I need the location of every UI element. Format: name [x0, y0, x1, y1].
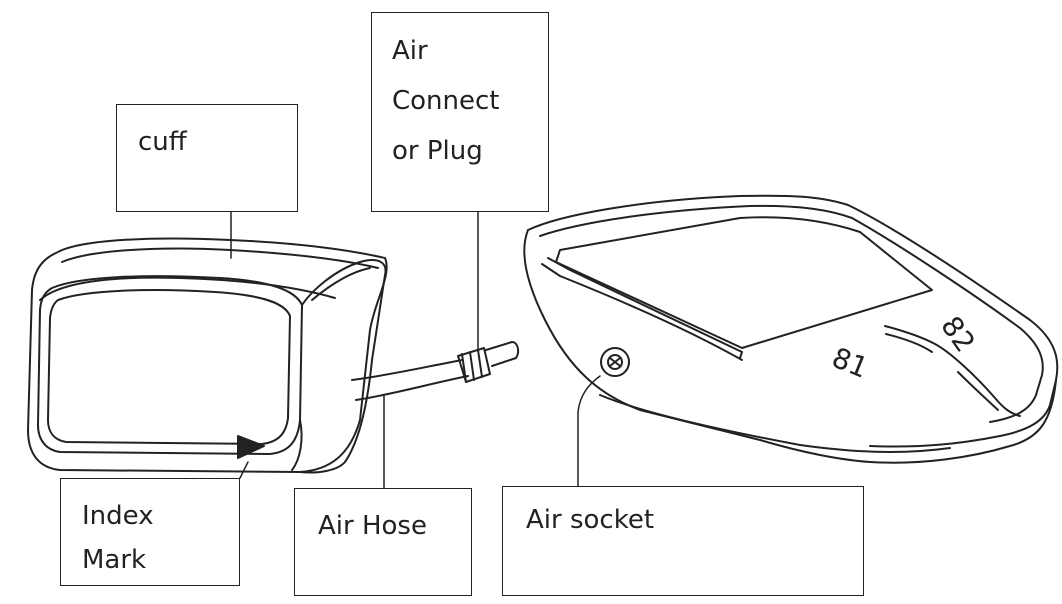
cuff-label-box	[116, 104, 298, 212]
index-mark-label-box	[60, 478, 240, 586]
cuff-label: cuff	[138, 127, 187, 157]
leader-lines	[231, 212, 600, 488]
air-hose-drawing	[352, 342, 518, 400]
index-mark-label: Index Mark	[82, 501, 154, 575]
leader-index-mark	[240, 462, 248, 478]
leader-air-socket	[578, 376, 600, 486]
air-hose-label-box	[294, 488, 472, 596]
air-socket-label-box	[502, 486, 864, 596]
monitor-button-82: 82	[934, 310, 981, 358]
air-hose-label: Air Hose	[318, 511, 427, 541]
air-connector-label-box	[371, 12, 549, 212]
cuff-drawing	[28, 239, 387, 473]
monitor-drawing	[524, 196, 1057, 463]
monitor-button-81: 81	[827, 341, 872, 385]
air-connector-label: Air Connect or Plug	[392, 36, 500, 166]
air-socket-label: Air socket	[526, 505, 655, 535]
